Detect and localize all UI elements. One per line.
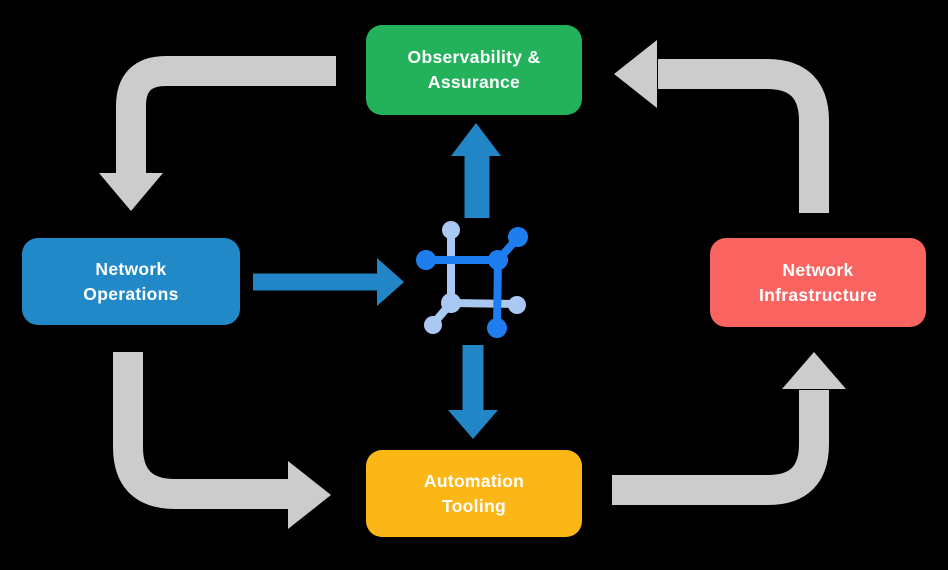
- node-label: Network Infrastructure: [759, 259, 877, 305]
- arrow-center-to-observability: [451, 123, 501, 218]
- arrow-shaft: [116, 56, 336, 176]
- arrow-head-left: [614, 40, 657, 108]
- icon-dark-dots: [416, 227, 528, 338]
- arrow-observability-to-operations: [99, 56, 336, 211]
- icon-light-dots: [424, 221, 526, 334]
- icon-dot-top: [442, 221, 460, 239]
- arrow-infrastructure-to-observability: [614, 40, 829, 213]
- arrow-shaft: [612, 390, 829, 505]
- arrow-shaft: [113, 352, 289, 509]
- icon-dot-left: [416, 250, 436, 270]
- icon-dot-bottom-left: [424, 316, 442, 334]
- node-label: Observability & Assurance: [407, 47, 541, 92]
- arrow-head-down: [99, 173, 163, 211]
- arrow-head-right: [288, 461, 331, 529]
- arrow-head-up: [451, 123, 501, 156]
- icon-dot-bottom: [487, 318, 507, 338]
- icon-dot-right: [508, 296, 526, 314]
- node-observability-assurance: Observability & Assurance: [366, 25, 582, 115]
- arrow-shaft: [658, 59, 829, 213]
- icon-right-edge: [493, 256, 502, 331]
- network-fabric-icon: [416, 221, 528, 338]
- node-label: Automation Tooling: [423, 470, 525, 516]
- arrow-operations-to-automation: [113, 352, 331, 529]
- node-network-operations: Network Operations: [22, 238, 240, 325]
- node-network-infrastructure: Network Infrastructure: [710, 238, 926, 327]
- arrow-head-right: [377, 258, 404, 306]
- arrow-automation-to-infrastructure: [612, 352, 846, 505]
- arrow-operations-to-center: [253, 258, 404, 306]
- node-automation-tooling: Automation Tooling: [366, 450, 582, 537]
- icon-dot-top-right: [508, 227, 528, 247]
- arrow-center-to-automation: [448, 345, 498, 439]
- icon-node-bottom-left: [441, 293, 461, 313]
- icon-bottom-edge: [447, 299, 517, 308]
- arrow-head-up: [782, 352, 846, 389]
- icon-node-top-right: [488, 250, 508, 270]
- node-label: Network Operations: [83, 258, 179, 304]
- arrow-head-down: [448, 410, 498, 439]
